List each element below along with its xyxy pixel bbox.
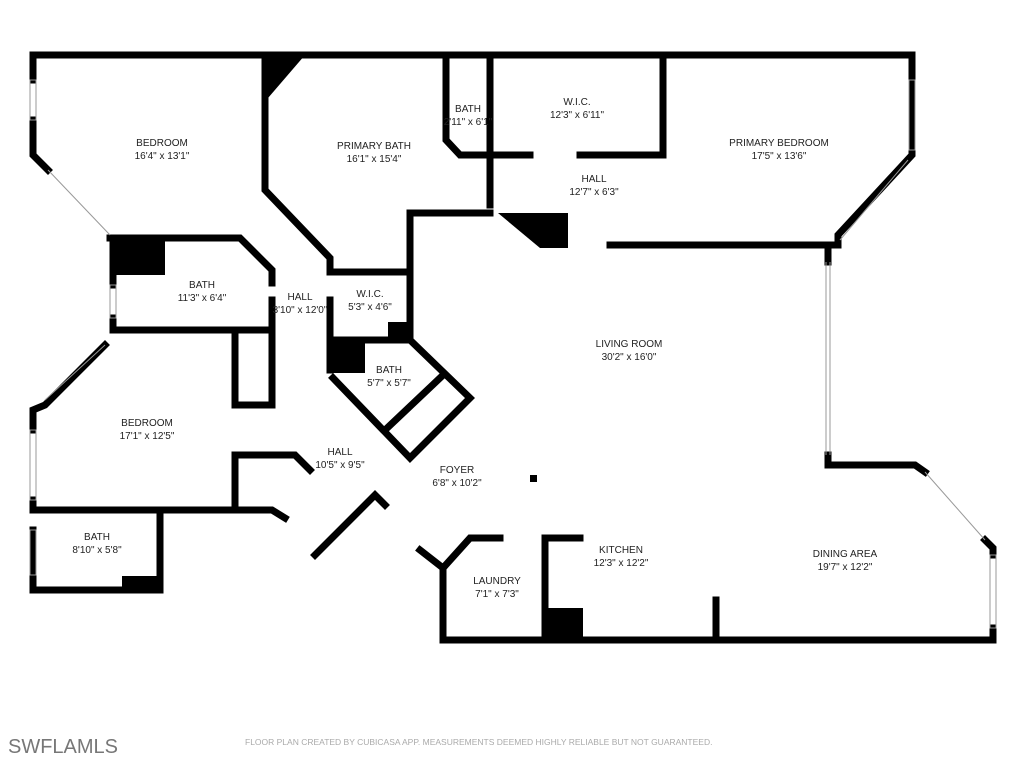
room-size: 17'1" x 12'5"	[119, 431, 175, 442]
room-name: W.I.C.	[563, 97, 591, 108]
room-size: 8'10" x 5'8"	[72, 545, 122, 556]
room-bath-2: BATH 11'3" x 6'4"	[178, 279, 227, 305]
room-name: HALL	[581, 174, 607, 185]
room-size: 19'7" x 12'2"	[817, 562, 873, 573]
room-name: LAUNDRY	[473, 576, 521, 587]
room-name: PRIMARY BATH	[337, 141, 411, 152]
room-primary-bedroom: PRIMARY BEDROOM 17'5" x 13'6"	[729, 137, 829, 163]
windows	[29, 79, 997, 629]
room-bath-4: BATH 8'10" x 5'8"	[72, 531, 121, 557]
room-name: FOYER	[439, 465, 475, 476]
room-hall-2: HALL 3'10" x 12'0"	[273, 291, 328, 317]
room-size: 16'4" x 13'1"	[134, 151, 190, 162]
room-size: 17'5" x 13'6"	[751, 151, 807, 162]
room-name: BATH	[84, 532, 110, 543]
room-name: BEDROOM	[121, 418, 173, 429]
room-hall-1: HALL 12'7" x 6'3"	[569, 173, 618, 199]
room-foyer: FOYER 6'8" x 10'2"	[432, 464, 481, 490]
room-size: 12'3" x 12'2"	[593, 558, 649, 569]
room-size: 6'8" x 10'2"	[432, 478, 482, 489]
room-size: 5'3" x 4'6"	[348, 302, 392, 313]
room-living-room: LIVING ROOM 30'2" x 16'0"	[596, 338, 663, 364]
room-size: 2'11" x 6'1"	[443, 117, 493, 128]
room-name: BATH	[376, 365, 402, 376]
walls	[29, 51, 997, 644]
room-kitchen: KITCHEN 12'3" x 12'2"	[594, 544, 649, 570]
room-dining-area: DINING AREA 19'7" x 12'2"	[813, 548, 877, 574]
room-name: KITCHEN	[599, 545, 643, 556]
solid-fixtures	[110, 55, 583, 640]
room-size: 7'1" x 7'3"	[475, 589, 519, 600]
room-name: HALL	[327, 447, 353, 458]
room-size: 12'7" x 6'3"	[569, 187, 619, 198]
room-wic-2: W.I.C. 5'3" x 4'6"	[348, 288, 392, 314]
room-hall-3: HALL 10'5" x 9'5"	[315, 446, 364, 472]
room-laundry: LAUNDRY 7'1" x 7'3"	[473, 575, 521, 601]
room-wic-primary: W.I.C. 12'3" x 6'11"	[550, 96, 604, 122]
room-name: PRIMARY BEDROOM	[729, 138, 829, 149]
room-size: 11'3" x 6'4"	[177, 293, 227, 304]
room-name: BATH	[455, 104, 481, 115]
room-bath-3: BATH 5'7" x 5'7"	[367, 364, 411, 390]
room-primary-bath: PRIMARY BATH 16'1" x 15'4"	[337, 140, 411, 166]
room-size: 3'10" x 12'0"	[272, 305, 328, 316]
room-bath-small: BATH 2'11" x 6'1"	[444, 103, 493, 129]
watermark-logo: SWFLAMLS	[8, 736, 119, 758]
room-size: 10'5" x 9'5"	[315, 460, 365, 471]
room-size: 16'1" x 15'4"	[346, 154, 402, 165]
room-name: LIVING ROOM	[595, 339, 663, 350]
room-name: BEDROOM	[136, 138, 188, 149]
room-bedroom-1: BEDROOM 16'4" x 13'1"	[135, 137, 190, 163]
room-size: 30'2" x 16'0"	[601, 352, 657, 363]
room-name: DINING AREA	[812, 549, 878, 560]
room-size: 5'7" x 5'7"	[367, 378, 411, 389]
room-name: W.I.C.	[356, 289, 384, 300]
room-size: 12'3" x 6'11"	[549, 110, 605, 121]
disclaimer: FLOOR PLAN CREATED BY CUBICASA APP. MEAS…	[245, 737, 713, 747]
room-name: BATH	[189, 280, 215, 291]
room-bedroom-2: BEDROOM 17'1" x 12'5"	[120, 417, 175, 443]
room-name: HALL	[287, 292, 313, 303]
